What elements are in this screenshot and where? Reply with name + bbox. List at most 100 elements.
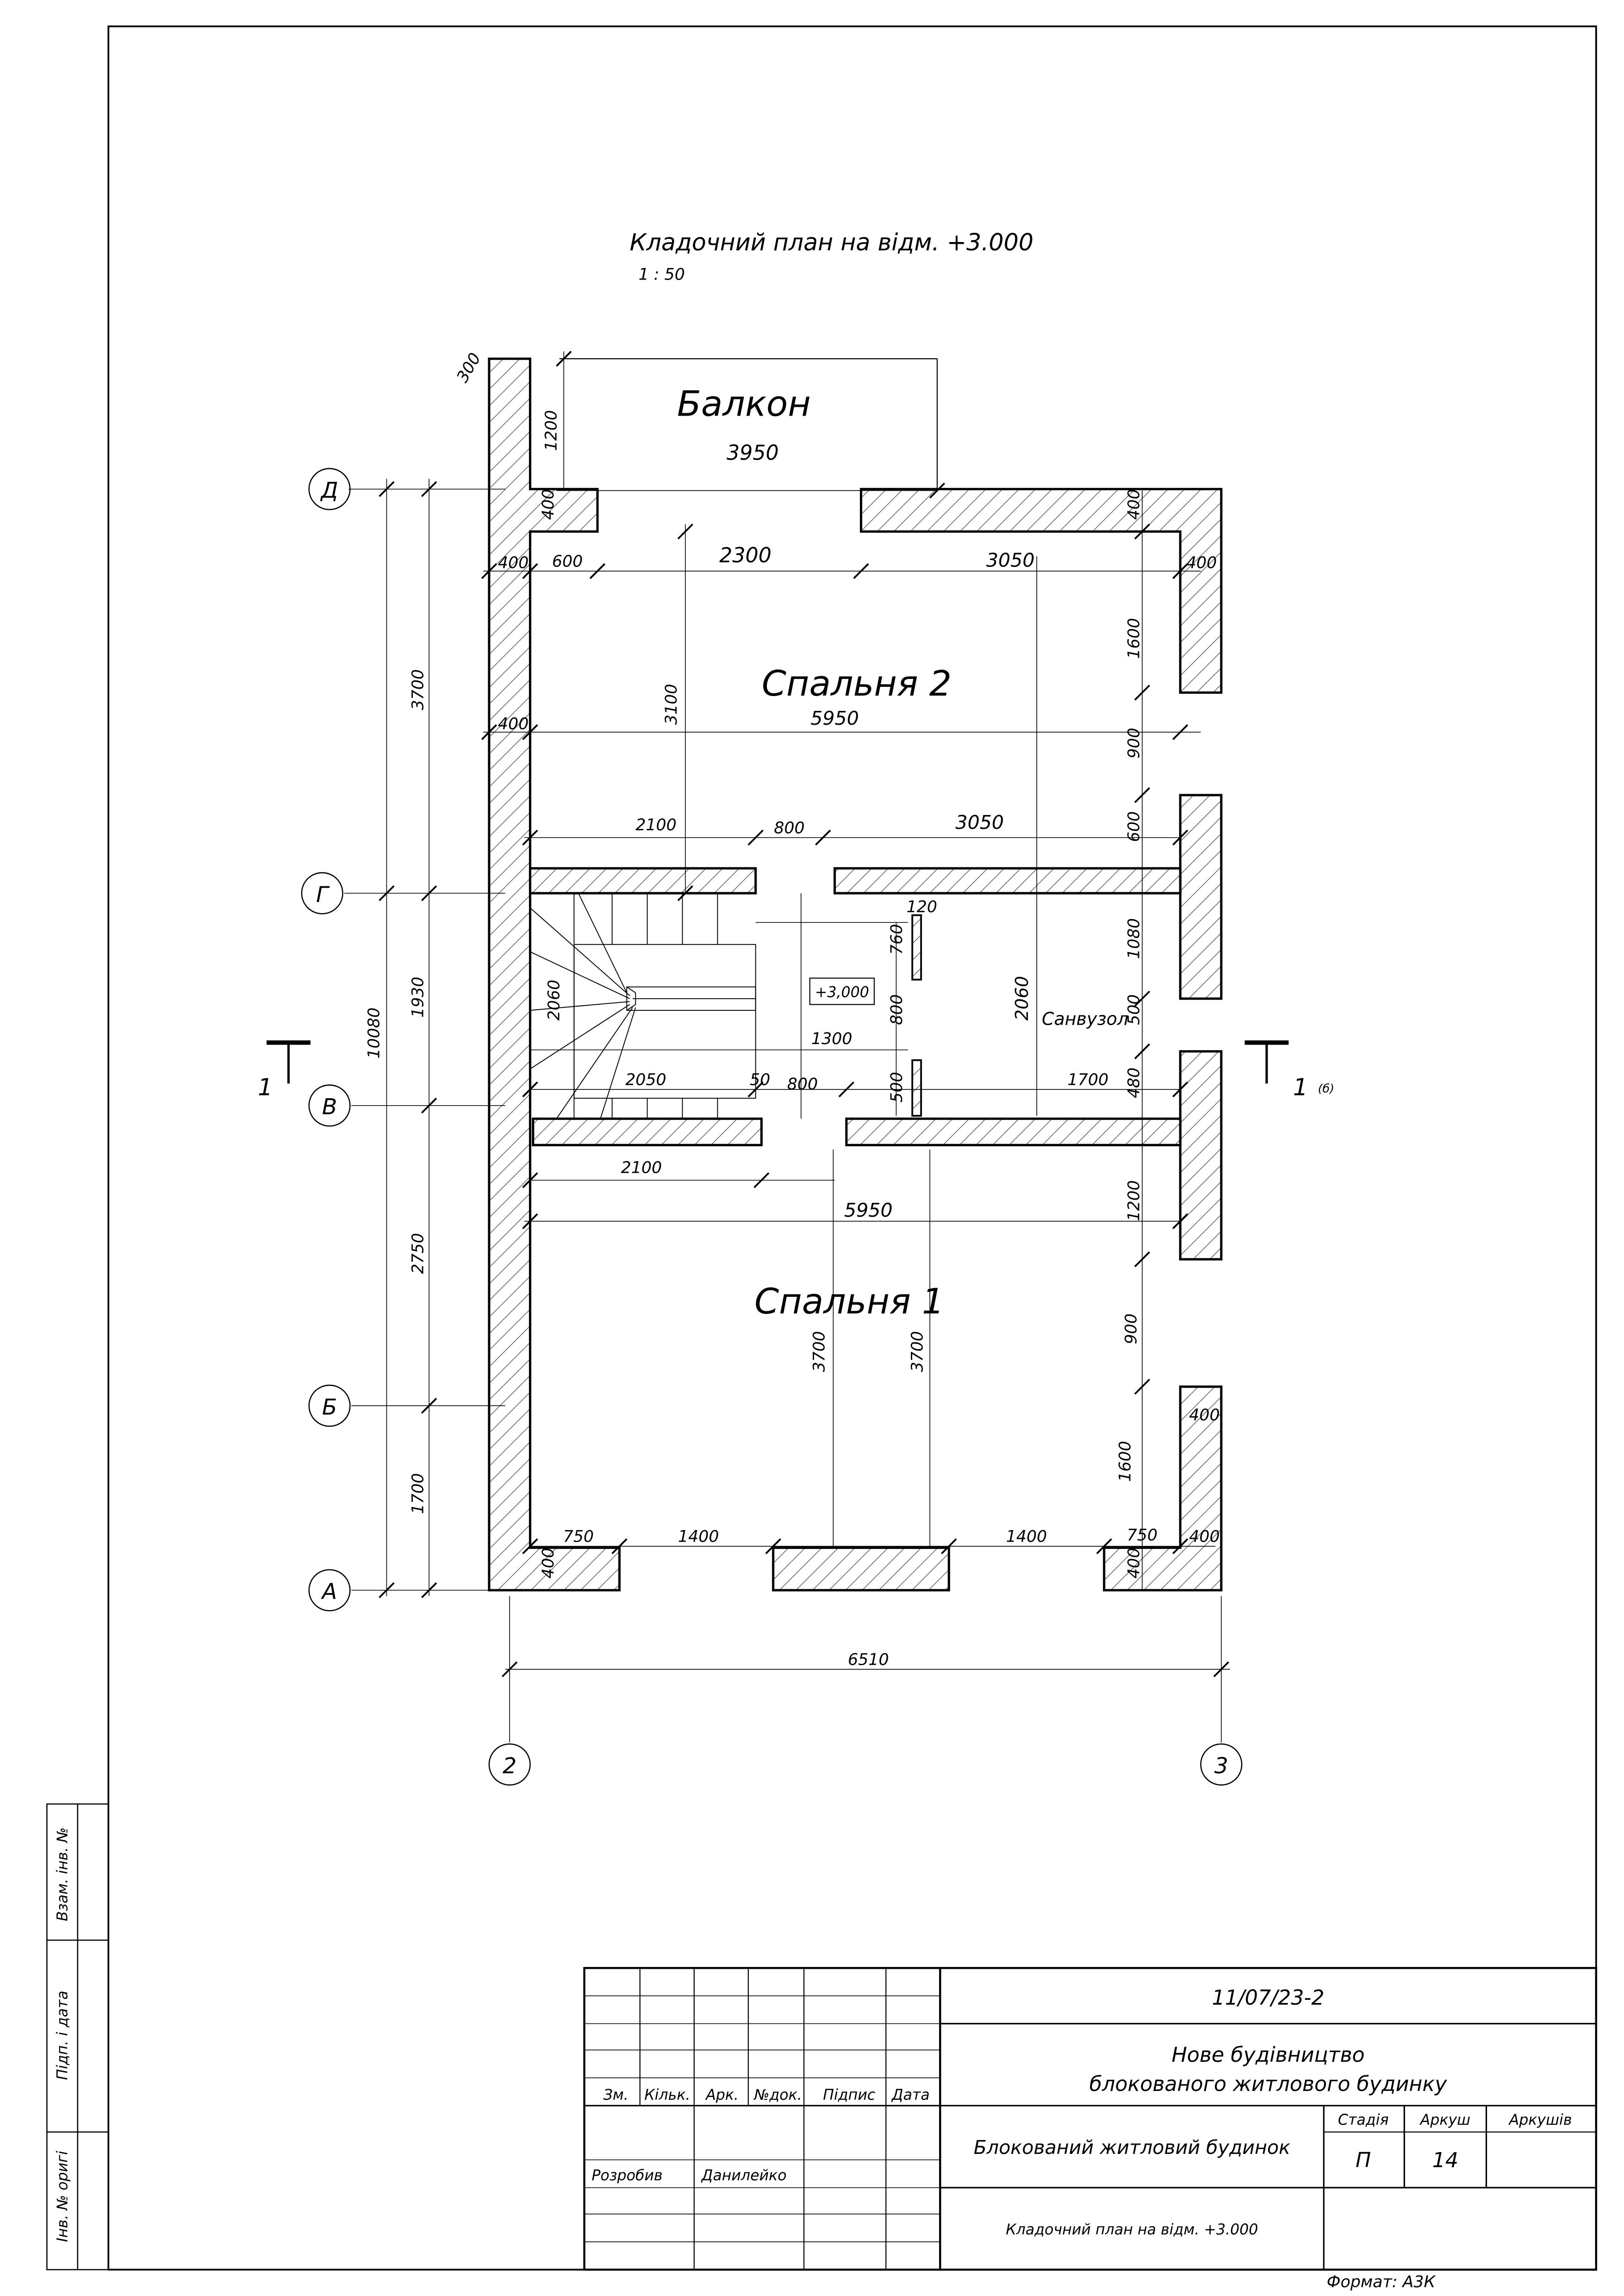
section-left-label: 1 xyxy=(258,1074,273,1101)
axis-row-d: Д xyxy=(320,478,338,504)
dim-400-b: 400 xyxy=(1125,489,1144,520)
dim-400-f: 400 xyxy=(1189,1406,1220,1425)
tb-project-2: блокованого житлового будинку xyxy=(1089,2072,1447,2096)
dim-3700-a: 3700 xyxy=(810,1331,828,1372)
walls xyxy=(488,357,1223,1592)
dim-500-b: 500 xyxy=(888,1072,906,1102)
wall-west xyxy=(488,357,621,1592)
balcony xyxy=(559,358,938,489)
dim-50: 50 xyxy=(750,1070,770,1089)
dim-120: 120 xyxy=(907,898,937,916)
dim-760: 760 xyxy=(888,924,906,954)
axis-row-g: Г xyxy=(316,882,330,908)
dim-300: 300 xyxy=(453,350,485,386)
wall-south-pier xyxy=(772,1546,950,1592)
tb-sheet-label: Аркуш xyxy=(1419,2112,1470,2128)
axis-col-2: 2 xyxy=(503,1753,516,1779)
dim-3700-c: 3700 xyxy=(409,669,427,710)
side-stamp: Взам. інв. № Підп. і дата Інв. № оригі xyxy=(46,1803,109,2271)
wall-east-pier-2 xyxy=(1179,1050,1223,1261)
room-bathroom: Санвузол xyxy=(1042,1009,1128,1029)
wall-inner-g-left xyxy=(529,867,757,895)
dim-750-a: 750 xyxy=(563,1528,594,1546)
dim-900-a: 900 xyxy=(1125,728,1144,758)
tb-h-ark: Арк. xyxy=(705,2087,739,2103)
dim-1300: 1300 xyxy=(811,1030,852,1048)
dim-600-b: 600 xyxy=(1125,811,1144,842)
drawing-scale: 1 : 50 xyxy=(639,265,685,284)
axis-row-b: Б xyxy=(322,1394,337,1420)
side-stamp-vzam: Взам. інв. № xyxy=(55,1827,71,1921)
tb-sheets-label: Аркушів xyxy=(1508,2112,1572,2128)
dim-10080: 10080 xyxy=(365,1008,384,1059)
tb-developed-name: Данилейко xyxy=(701,2167,787,2184)
tb-h-zm: Зм. xyxy=(604,2087,628,2103)
axis-col-3: 3 xyxy=(1214,1753,1228,1779)
tb-h-pidpys: Підпис xyxy=(823,2087,875,2103)
dim-1600-a: 1600 xyxy=(1125,618,1144,659)
dim-1400-a: 1400 xyxy=(678,1528,719,1546)
room-balcony: Балкон xyxy=(677,384,811,424)
dim-3050-b: 3050 xyxy=(955,811,1004,834)
dim-750-b: 750 xyxy=(1127,1526,1157,1544)
room-bedroom-2: Спальня 2 xyxy=(762,663,952,704)
staircase xyxy=(529,893,756,1119)
partition-2 xyxy=(911,1059,922,1117)
wall-south-east xyxy=(1103,1385,1223,1592)
sheet-frame xyxy=(107,25,1597,2271)
side-stamp-inv: Інв. № оригі xyxy=(55,2151,71,2242)
dimension-text: 300 1200 3950 400 400 400 400 400 600 23… xyxy=(365,350,1220,1669)
title-block-text: 11/07/23-2 Нове будівництво блокованого … xyxy=(591,1986,1572,2238)
format-label: Формат: А3К xyxy=(1327,2273,1436,2291)
dim-1200-b: 1200 xyxy=(1125,1180,1144,1221)
dim-2300: 2300 xyxy=(719,544,772,567)
dim-400-h: 400 xyxy=(539,1548,558,1578)
wall-inner-v-right xyxy=(845,1117,1182,1146)
dim-400-g: 400 xyxy=(1189,1528,1220,1546)
tb-sheet-title: Кладочний план на відм. +3.000 xyxy=(1006,2221,1258,2238)
axis-row-a: А xyxy=(321,1579,337,1605)
section-right-label: 1 xyxy=(1293,1074,1308,1101)
tb-stage-label: Стадія xyxy=(1338,2112,1389,2128)
dim-5950-a: 5950 xyxy=(810,707,859,729)
tb-sheet: 14 xyxy=(1432,2149,1458,2172)
tb-h-data: Дата xyxy=(891,2087,930,2103)
dim-400-e: 400 xyxy=(498,715,529,734)
wall-inner-v-left xyxy=(532,1117,763,1146)
dim-800-c: 800 xyxy=(787,1075,818,1094)
dim-2050: 2050 xyxy=(625,1070,666,1089)
tb-stage: П xyxy=(1356,2149,1371,2172)
dim-480: 480 xyxy=(1125,1068,1144,1098)
tb-developed-label: Розробив xyxy=(591,2167,662,2184)
dim-3950: 3950 xyxy=(727,441,779,465)
axis-row-v: В xyxy=(322,1095,337,1120)
dim-600-a: 600 xyxy=(552,552,583,571)
wall-north-east xyxy=(859,488,1223,694)
dim-1700-a: 1700 xyxy=(1068,1070,1109,1089)
tb-project-1: Нове будівництво xyxy=(1171,2043,1364,2067)
dim-900-b: 900 xyxy=(1122,1313,1140,1344)
dim-3700-b: 3700 xyxy=(908,1331,927,1372)
level-mark: +3,000 xyxy=(815,984,869,1001)
dim-2060-b: 2060 xyxy=(1012,976,1032,1021)
drawing-title: Кладочний план на відм. +3.000 xyxy=(630,229,1033,256)
dim-400-i: 400 xyxy=(1125,1548,1144,1578)
dim-400-a: 400 xyxy=(539,489,558,520)
tb-h-kilk: Кільк. xyxy=(644,2087,690,2103)
dim-1700-b: 1700 xyxy=(409,1473,427,1514)
side-stamp-pidp: Підп. і дата xyxy=(55,1991,71,2080)
wall-inner-g-right xyxy=(834,867,1182,895)
dim-500-a: 500 xyxy=(1125,994,1144,1025)
dim-2060-a: 2060 xyxy=(545,980,564,1021)
dim-1600-b: 1600 xyxy=(1116,1441,1135,1482)
title-block xyxy=(583,1967,1597,2271)
dim-3050-a: 3050 xyxy=(986,549,1035,571)
dim-2100-b: 2100 xyxy=(621,1158,662,1177)
dimension-lines xyxy=(344,350,1230,1743)
dim-400-c: 400 xyxy=(498,554,529,572)
wall-east-pier-1 xyxy=(1179,794,1223,1000)
tb-h-dok: №док. xyxy=(753,2087,802,2103)
dim-5950-b: 5950 xyxy=(844,1199,893,1221)
axis-markers: Д Г В Б А 2 3 xyxy=(301,468,1243,1786)
